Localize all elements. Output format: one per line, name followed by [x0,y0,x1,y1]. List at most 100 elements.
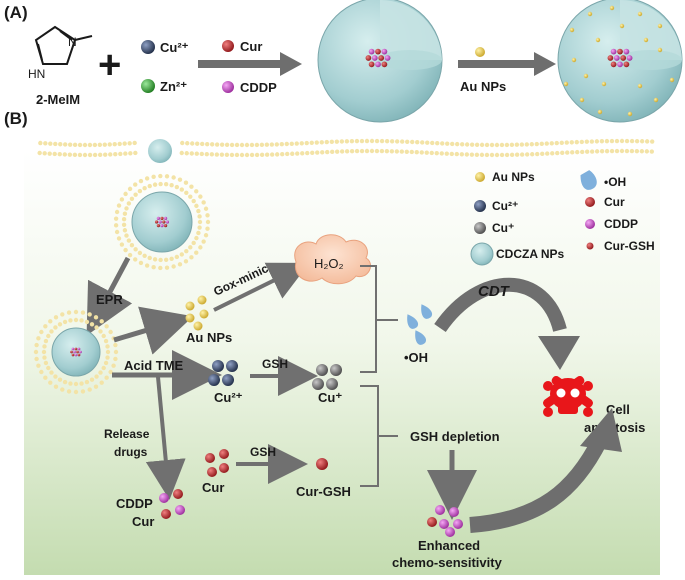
lipid-head [469,142,475,147]
drug-particle [368,61,375,68]
drug-particle [375,48,381,55]
drug-particle [449,507,459,517]
lipid-head [87,152,93,158]
lipid-head [98,329,103,334]
drug-particle [378,55,385,61]
cu1-particle [326,378,338,390]
cdt-label: CDT [478,283,511,300]
enhanced-label-1: Enhanced [418,538,480,553]
lipid-head [214,152,220,157]
lipid-head [604,138,610,144]
lipid-head [234,152,240,158]
lipid-head [188,245,193,250]
lipid-head [229,152,235,158]
lipid-head [184,190,189,195]
lipid-head [53,384,59,389]
lipid-head [48,380,53,385]
lipid-head [239,142,245,148]
drug-particle [427,517,437,527]
au-particle [597,109,603,115]
cu2-particle [222,374,234,386]
lipid-head [274,142,280,147]
oh-label: •OH [404,350,428,365]
lipid-head [410,139,415,145]
lipid-head [209,152,215,157]
lipid-head [414,150,419,155]
lipid-head [201,239,206,244]
lipid-head [203,206,209,211]
au-particle [569,27,575,33]
lipid-head [46,365,51,371]
lipid-head [103,360,109,366]
lipid-head [93,384,99,389]
drug-particle [156,223,161,228]
lipid-head [108,369,113,375]
lipid-head [191,198,196,204]
lipid-head [113,342,118,348]
drug-particle [70,350,73,354]
lipid-head [147,183,152,189]
drug-particle [617,61,623,68]
au-nps-cluster-icon [185,295,209,331]
lipid-head [113,216,119,221]
au-particle [583,73,589,79]
lipid-head [304,140,309,146]
lipid-head [105,349,111,355]
lipid-head [119,197,125,202]
au-np-icon [475,47,485,57]
lipid-head [177,262,183,267]
lipid-head [138,260,144,266]
lipid-head [80,389,86,394]
lipid-head [203,233,209,238]
lipid-head [42,355,47,360]
lipid-head [79,381,84,386]
lipid-head [194,203,199,209]
lipid-head [449,151,454,157]
lipid-head [174,254,180,260]
lipid-head [48,319,53,324]
lipid-head [48,141,53,146]
lipid-head [499,152,505,158]
lipid-head [101,333,106,339]
lipid-head [399,149,405,154]
lipid-head [634,138,640,144]
lipid-head [194,235,199,241]
chemo-arrow [469,436,608,533]
au-particle [197,295,207,305]
lipid-head [197,214,202,219]
lipid-head [489,142,495,148]
drug-particle [626,55,633,61]
lipid-head [99,380,104,385]
lipid-head [294,141,299,146]
lipid-head [151,174,156,179]
lipid-head [43,324,48,329]
lipid-head [279,142,284,147]
legend-nanoparticle-icon [470,242,494,266]
lipid-head [132,140,137,146]
lipid-head [158,181,163,187]
epr-label: EPR [96,292,123,307]
lipid-head [504,142,510,148]
drug-particle [156,216,161,221]
cddp-drug-icon [222,81,234,93]
ion-zn2-label: Zn²⁺ [160,79,187,94]
drug-particle [607,55,614,61]
lipid-head [649,139,655,144]
lipid-head [205,219,211,225]
lipid-head [42,151,47,156]
legend-cur: Cur [604,195,625,209]
legend-au-nps: Au NPs [492,170,535,184]
lipid-head [574,139,579,145]
au-particle [571,57,577,63]
nanoparticle-au-coated-icon [557,0,683,123]
cu2-particle [226,360,238,372]
lipid-head [169,183,174,188]
lipid-head [619,138,625,144]
lipid-head [519,152,525,157]
lipid-head [118,151,123,157]
lipid-head [34,342,39,348]
drug-particle [71,347,75,351]
h2o2-label: H₂O₂ [314,256,344,271]
legend-cdcza-nps: CDCZA NPs [496,247,565,261]
lipid-head [67,152,73,157]
